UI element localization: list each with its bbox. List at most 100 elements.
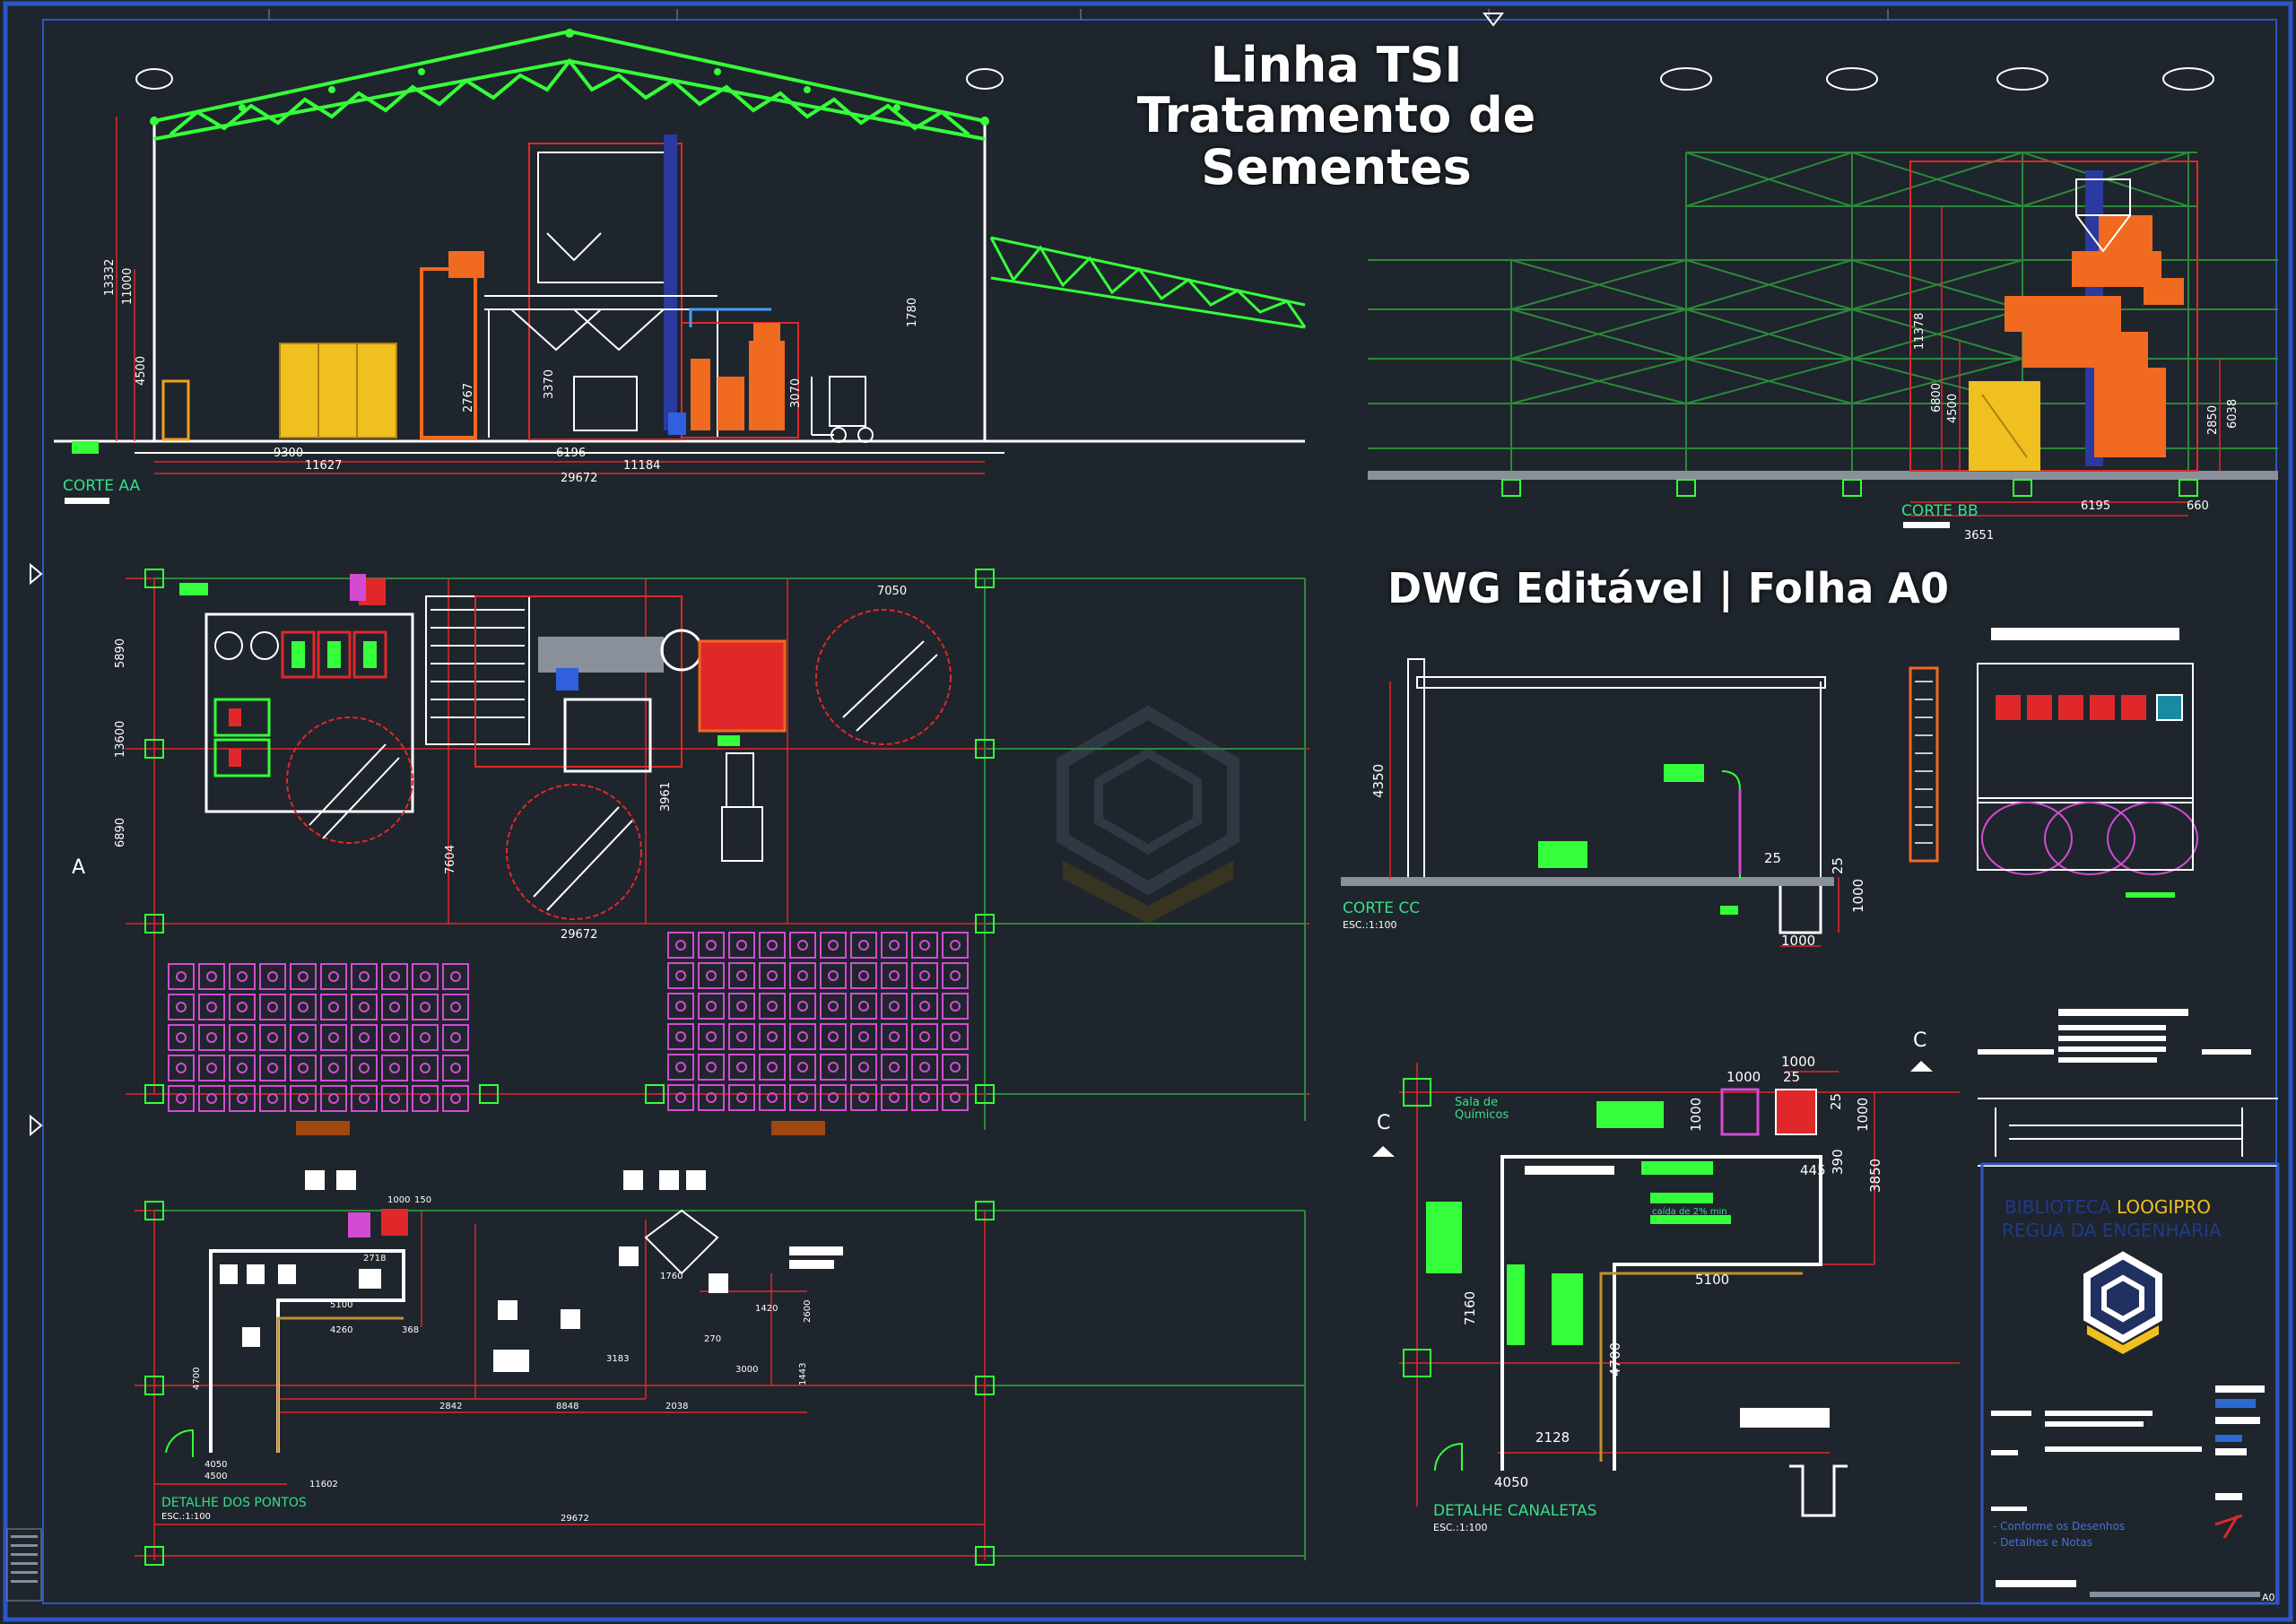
pallet-marker xyxy=(267,971,278,982)
drawing-title-line2: Tratamento de Sementes xyxy=(1136,87,1536,195)
pallet-cell xyxy=(759,1084,786,1111)
pallet-cell xyxy=(820,932,847,959)
pallet-cell xyxy=(850,932,877,959)
dim-can-7: 445 xyxy=(1800,1162,1826,1178)
sala-quimicos-label: Sala de Químicos xyxy=(1455,1096,1509,1122)
pallet-cell xyxy=(320,1085,347,1112)
dim-aa-11: 3070 xyxy=(789,378,803,408)
revision-mini-block xyxy=(6,1528,42,1602)
dim-cc-4: 1000 xyxy=(1850,878,1866,913)
dim-can-3: 25 xyxy=(1783,1069,1801,1085)
pallet-marker xyxy=(889,1092,900,1103)
pallet-marker xyxy=(298,1063,309,1073)
pallet-cell xyxy=(667,932,694,959)
dim-pt-18: 1760 xyxy=(660,1272,683,1281)
pallet-cell xyxy=(442,1085,469,1112)
dim-plan-1: 7050 xyxy=(877,585,908,598)
center-mark-left1 xyxy=(30,562,43,586)
dim-bb-5: 2850 xyxy=(2206,404,2220,435)
pallet-marker xyxy=(828,1092,839,1103)
drawing-subtitle: DWG Editável | Folha A0 xyxy=(1387,564,1949,612)
dim-cc-3: 25 xyxy=(1830,856,1846,874)
pallet-cell xyxy=(412,994,439,1020)
pallet-marker xyxy=(858,1001,869,1012)
section-marker-a: A xyxy=(72,856,86,879)
pallet-marker xyxy=(950,1001,961,1012)
pallet-cell xyxy=(667,1084,694,1111)
pallet-marker xyxy=(675,940,686,951)
pallet-marker xyxy=(889,1062,900,1073)
pallet-cell xyxy=(198,1055,225,1081)
pallet-cell xyxy=(698,932,725,959)
drawing-title-line1: Linha TSI xyxy=(1210,37,1463,93)
pallet-marker xyxy=(359,1063,370,1073)
pallet-marker xyxy=(828,940,839,951)
pallet-cell xyxy=(351,1055,378,1081)
pallet-cell xyxy=(229,963,256,990)
pallet-cell xyxy=(759,1023,786,1050)
pallet-cell xyxy=(351,963,378,990)
treatment-machine-detail xyxy=(1909,628,2198,898)
pallet-cell xyxy=(168,994,195,1020)
dim-pt-19: 3183 xyxy=(606,1354,630,1364)
caida-label: caída de 2% min xyxy=(1652,1207,1727,1217)
pallet-cell xyxy=(942,1084,969,1111)
pallet-cell xyxy=(351,994,378,1020)
pallet-marker xyxy=(420,1063,430,1073)
pallet-cell xyxy=(667,993,694,1020)
brand-line1: BIBLIOTECA LOOGIPRO xyxy=(2005,1196,2211,1218)
pallet-marker xyxy=(206,1063,217,1073)
dim-pt-4: 5100 xyxy=(330,1300,353,1310)
pallet-cell xyxy=(850,993,877,1020)
pallet-cell xyxy=(698,962,725,989)
dim-pt-9: 4500 xyxy=(204,1472,228,1481)
pallet-marker xyxy=(267,1063,278,1073)
pallet-cell xyxy=(290,1085,317,1112)
pallet-cell xyxy=(320,1055,347,1081)
pallet-cell xyxy=(290,963,317,990)
pallet-cell xyxy=(759,1054,786,1081)
pallet-cell xyxy=(759,993,786,1020)
pallet-cell xyxy=(229,1055,256,1081)
pallet-marker xyxy=(359,1093,370,1104)
pallet-marker xyxy=(736,970,747,981)
pallet-cell xyxy=(290,994,317,1020)
dim-plan-3: 5890 xyxy=(114,638,127,668)
dim-bb-7: 660 xyxy=(2187,499,2209,513)
watermark-logo xyxy=(1057,705,1239,924)
pallet-marker xyxy=(450,1063,461,1073)
pallet-marker xyxy=(176,1063,187,1073)
pallet-marker xyxy=(706,1031,717,1042)
pallet-marker xyxy=(706,970,717,981)
pallet-marker xyxy=(237,1063,248,1073)
pallet-cell xyxy=(198,1085,225,1112)
pallet-marker xyxy=(828,1031,839,1042)
pallet-marker xyxy=(237,1002,248,1012)
corte-aa-elevation xyxy=(54,29,1307,474)
dim-can-1: 1000 xyxy=(1726,1069,1761,1085)
pallet-marker xyxy=(675,970,686,981)
pallet-marker xyxy=(237,1032,248,1043)
pallet-cell xyxy=(320,1024,347,1051)
dim-aa-5: 29672 xyxy=(561,472,598,485)
pallet-cell xyxy=(789,1023,816,1050)
pallet-marker xyxy=(359,971,370,982)
pallet-marker xyxy=(328,1002,339,1012)
dim-can-4: 1000 xyxy=(1688,1097,1704,1132)
pallet-cell xyxy=(911,1084,938,1111)
pallet-cell xyxy=(698,1054,725,1081)
pallet-cell xyxy=(442,1024,469,1051)
pallet-marker xyxy=(858,1092,869,1103)
dim-aa-12: 1780 xyxy=(906,297,919,327)
pallet-marker xyxy=(206,971,217,982)
pallet-cell xyxy=(911,932,938,959)
pallet-cell xyxy=(198,963,225,990)
detalhe-canaletas-label: DETALHE CANALETAS xyxy=(1433,1502,1596,1520)
pallet-cell xyxy=(850,1023,877,1050)
pallet-marker xyxy=(828,1062,839,1073)
section-marker-c-right: C xyxy=(1913,1029,1927,1052)
dim-can-11: 7160 xyxy=(1462,1290,1478,1325)
pallet-marker xyxy=(389,1093,400,1104)
pallet-marker xyxy=(389,1032,400,1043)
pallet-cell xyxy=(229,1085,256,1112)
